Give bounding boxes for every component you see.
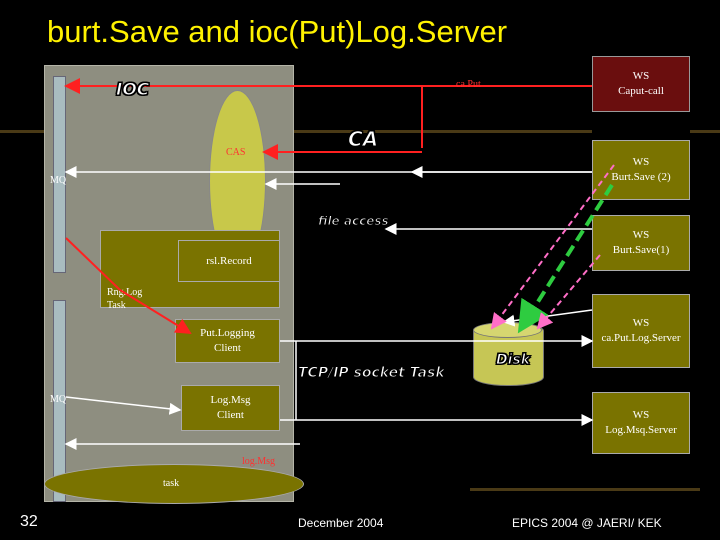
put-logging-client-label: Put.Logging Client: [200, 327, 255, 354]
decorative-band-bottom: [470, 488, 700, 491]
decorative-band-right: [690, 130, 720, 133]
mq-bottom-label: MQ: [50, 394, 67, 405]
burtsave2-disk-pink-arrow: [490, 164, 615, 330]
log-msg-client-box: Log.Msg Client: [181, 385, 280, 431]
ioc-label: IOC: [115, 80, 150, 101]
ws-caput-box: WS Caput-call: [592, 56, 690, 112]
tcp-ip-socket-task-label: TCP/IP socket Task: [298, 365, 446, 382]
ws-caputlogserver-box: WS ca.Put.Log.Server: [592, 294, 690, 368]
ws-caputlogserver-label: WS ca.Put.Log.Server: [601, 317, 681, 344]
log-msg-client-label: Log.Msg Client: [210, 394, 251, 421]
footer-event: EPICS 2004 @ JAERI/ KEK: [512, 516, 662, 530]
task-ellipse: [44, 464, 304, 504]
ioc-bar-bottom: [53, 300, 66, 502]
ws-caput-label: WS Caput-call: [618, 70, 664, 97]
rsl-record-box: rsl.Record: [178, 240, 280, 282]
ws-burtsave1-label: WS Burt.Save(1): [612, 229, 670, 256]
put-logging-client-box: Put.Logging Client: [175, 319, 280, 363]
ws-burtsave1-box: WS Burt.Save(1): [592, 215, 690, 271]
disk-label: Disk: [495, 352, 531, 369]
caput-label: ca.Put: [456, 79, 481, 90]
ws-logmsqserver-box: WS Log.Msq.Server: [592, 392, 690, 454]
decorative-band-left: [0, 130, 44, 133]
cas-label: CAS: [226, 147, 246, 158]
footer-date: December 2004: [298, 516, 384, 530]
burtsave2-disk-green-arrow: [517, 183, 614, 334]
ca-label: CA: [347, 127, 379, 152]
page-number: 32: [20, 513, 38, 530]
mq-top-label: MQ: [50, 175, 67, 186]
mq-bottom-arrow: [65, 396, 182, 415]
decorative-band-mid: [292, 130, 592, 133]
burtsave1-disk-pink-arrow: [536, 254, 601, 330]
ws-logmsqserver-label: WS Log.Msq.Server: [605, 409, 677, 436]
task-label: task: [163, 478, 180, 489]
rsl-record-label: rsl.Record: [206, 254, 252, 267]
rnglog-to-putlogging-arrow: [65, 237, 192, 335]
ws-burtsave2-box: WS Burt.Save (2): [592, 140, 690, 200]
page-title: burt.Save and ioc(Put)Log.Server: [47, 14, 508, 49]
file-access-label: file access: [318, 214, 390, 229]
log-msg-label: log.Msg: [242, 456, 276, 467]
ws-burtsave2-label: WS Burt.Save (2): [611, 156, 671, 183]
